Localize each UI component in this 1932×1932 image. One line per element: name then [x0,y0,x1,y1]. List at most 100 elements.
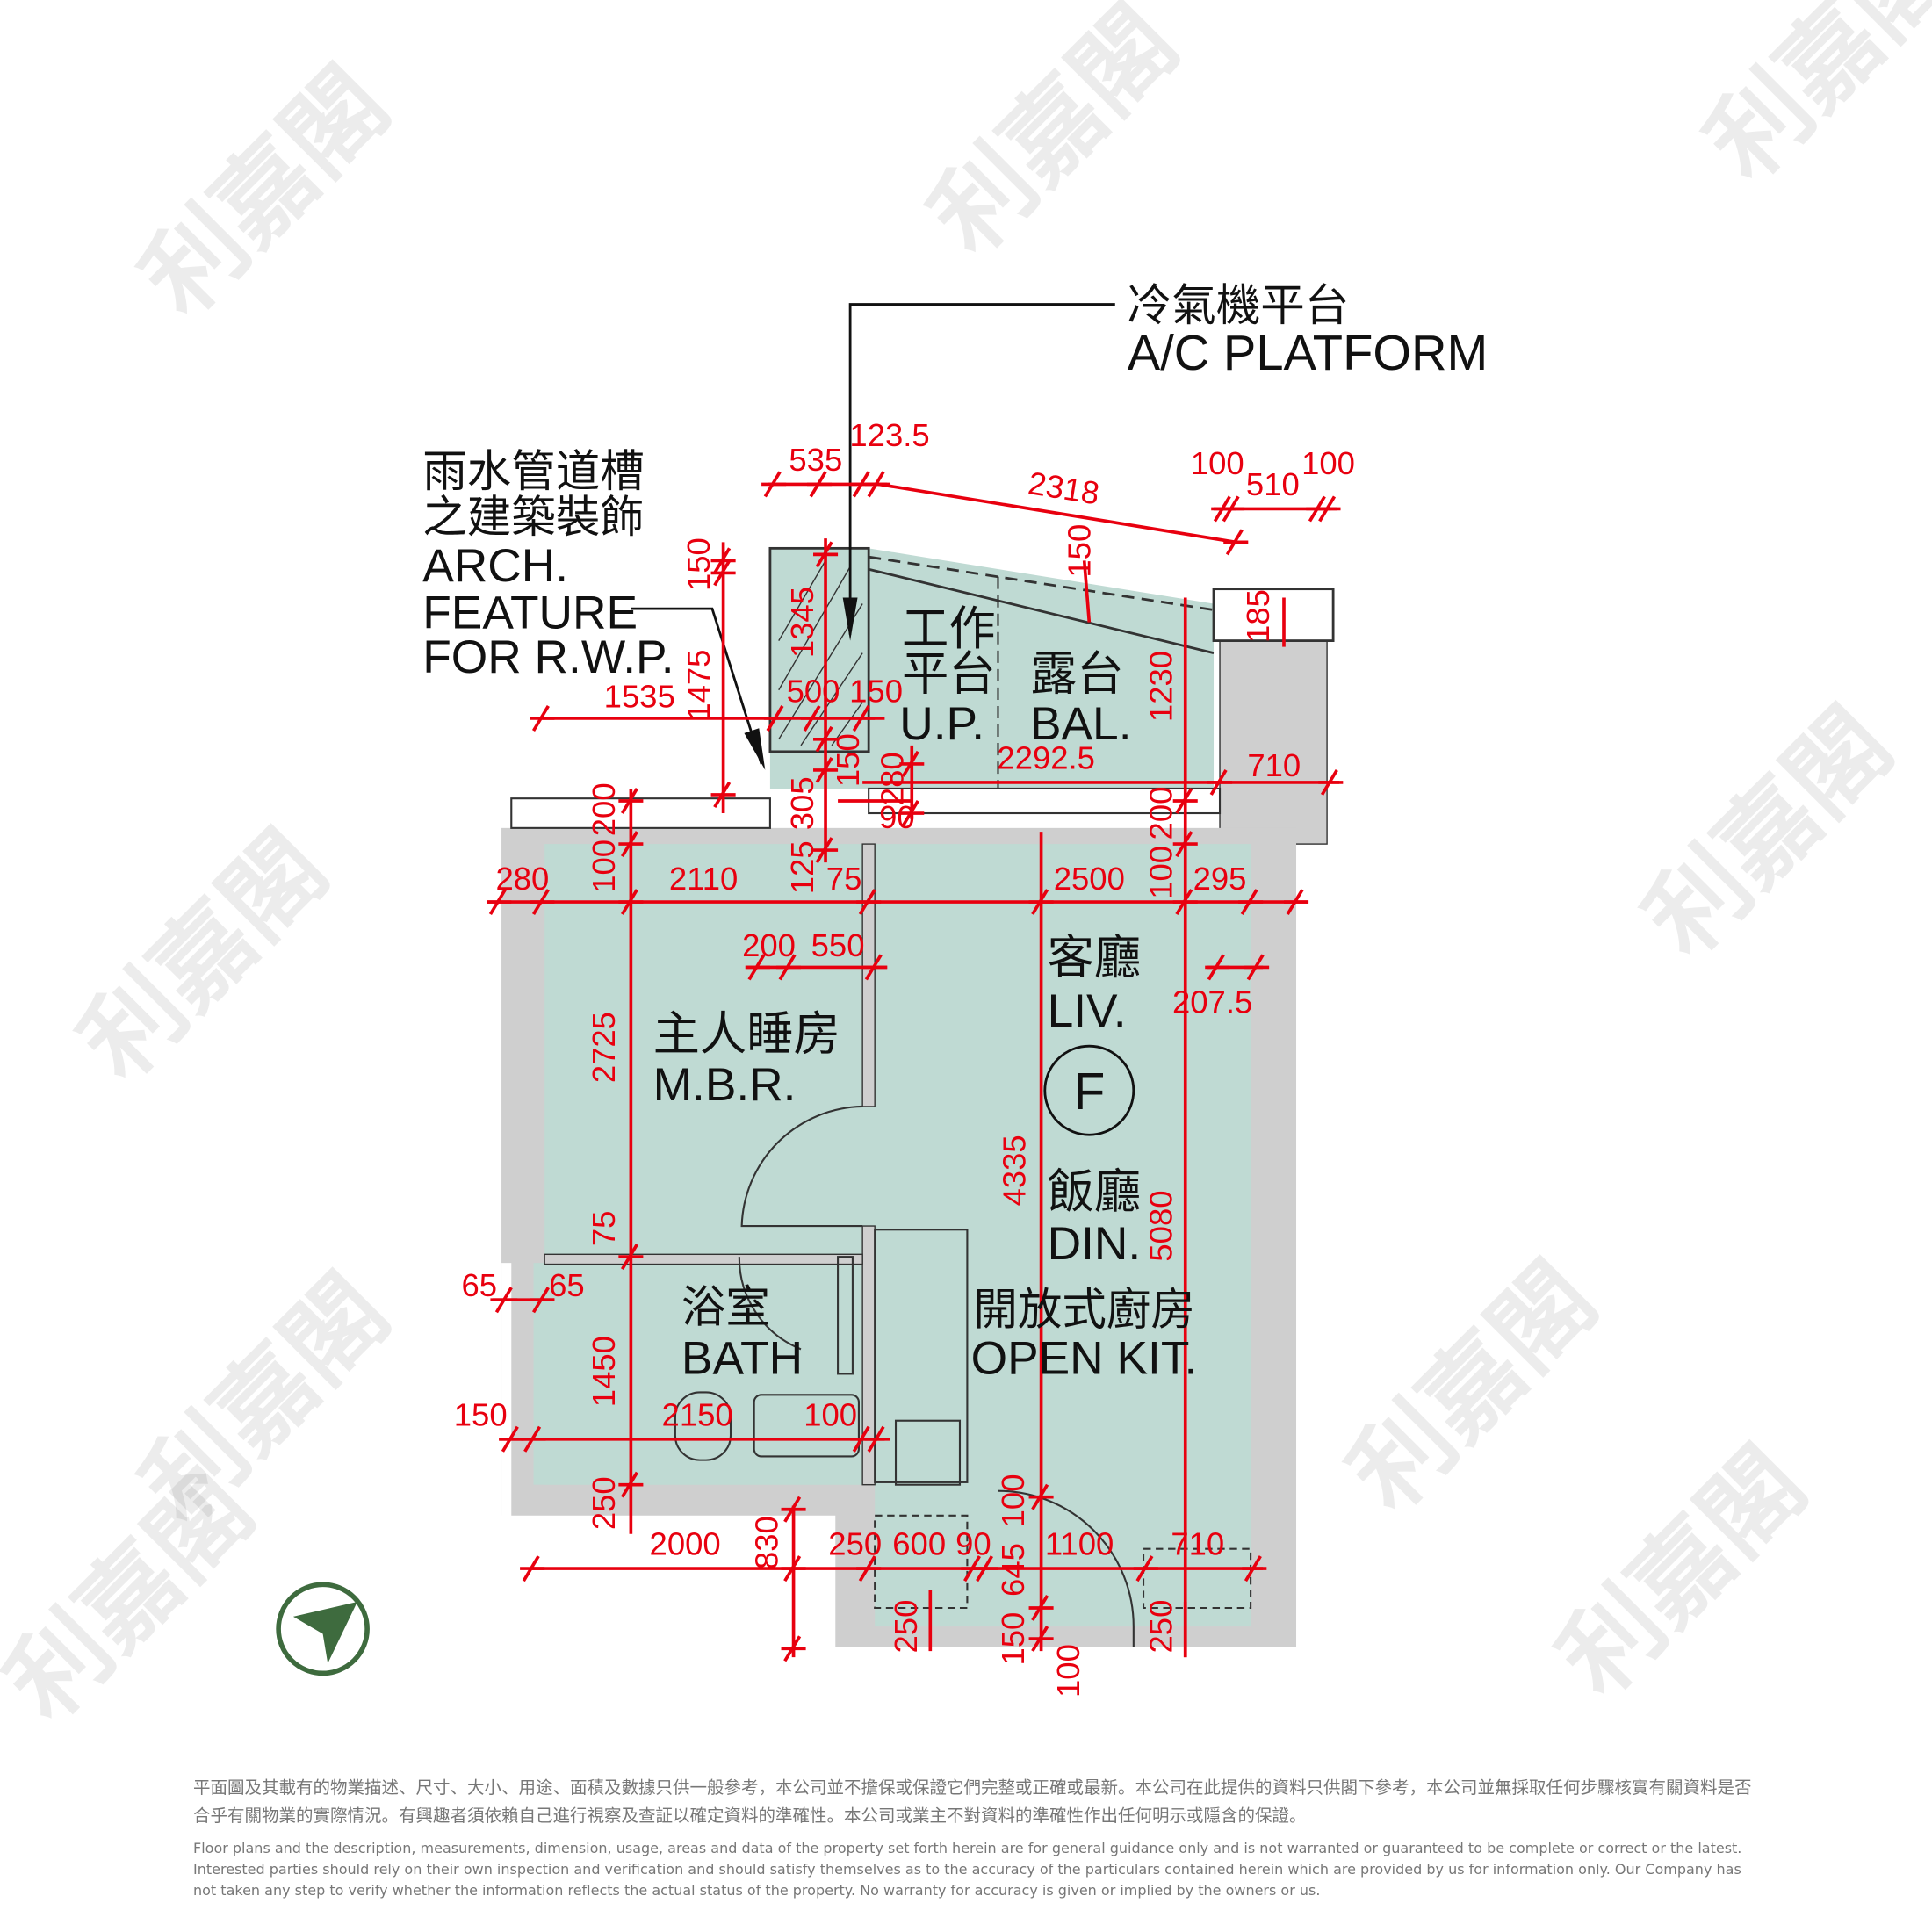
dimension-label: 100 [1191,445,1244,481]
ac-platform-box [1212,588,1335,642]
dimension-label: 1475 [681,650,717,721]
dimension-label: 250 [828,1526,882,1562]
rwp-leader-line [631,607,763,765]
dimension-label: 75 [586,1211,622,1247]
dimension-label: 710 [1171,1526,1224,1562]
mbr-label-en: M.B.R. [653,1059,797,1111]
entrance-door-swing [998,1489,1135,1647]
dimension-label: 207.5 [1172,984,1252,1020]
watermark: 利嘉閣 [59,811,349,1101]
dimension-label: 1100 [1045,1526,1114,1562]
dimension-label: 150 [454,1396,508,1432]
dimension-label: 510 [1246,466,1300,502]
dimension-label: 1345 [784,587,820,658]
basin [753,1394,860,1458]
dimension-label: 65 [462,1267,498,1303]
watermark: 利嘉閣 [1624,688,1914,977]
dimension-label: 535 [789,442,842,478]
dimension-label: 90 [955,1526,991,1562]
up-label-zh1: 工作 [902,602,996,656]
watermark: 利嘉閣 [0,1452,275,1741]
dimension-label: 5080 [1143,1190,1179,1261]
dimension-label: 1535 [604,678,675,714]
north-arrow-icon [276,1582,370,1676]
dimension-label: 123.5 [849,417,929,453]
rwp-shaft [768,546,870,753]
liv-label-en: LIV. [1048,985,1127,1037]
bedroom-door-swing [740,1105,863,1228]
balcony-edge [868,567,1215,654]
dimension-label: 295 [1193,861,1247,897]
dimension-label: 4335 [996,1135,1032,1206]
dimension-line [878,482,1236,544]
bath-floor [533,1263,869,1485]
kit-label-zh: 開放式廚房 [973,1283,1195,1335]
ac-platform-label-en: A/C PLATFORM [1128,325,1488,380]
kitchen-counter [874,1229,969,1483]
shower-rail [837,1256,854,1375]
dimension-label: 185 [1240,589,1276,643]
watermark: 利嘉閣 [1329,1243,1618,1532]
meter-box [1142,1547,1252,1610]
dimension-label: 1450 [586,1336,622,1407]
bath-door-swing [738,1257,802,1351]
rwp-label-zh1: 雨水管道槽 [422,445,645,497]
flat-marker [1043,1044,1135,1136]
dimension-label: 2725 [586,1012,622,1083]
rwp-label-zh2: 之建築裝飾 [422,491,645,543]
dimension-label: 550 [811,927,865,963]
dimension-label: 280 [874,752,910,805]
watermark: 利嘉閣 [910,0,1200,276]
kitchen-floor [875,1478,1251,1627]
dimension-label: 200 [1143,787,1179,840]
ac-platform-label-zh: 冷氣機平台 [1128,279,1350,331]
dimension-label: 150 [849,674,903,710]
dimension-label: 2292.5 [997,740,1095,776]
din-label-zh: 飯廳 [1048,1164,1142,1219]
dimension-label: 1230 [1143,651,1179,722]
dimension-label: 100 [1050,1644,1086,1698]
dimension-label: 2110 [669,861,738,897]
left-notch [501,1263,512,1647]
bath-label-zh: 浴室 [681,1280,770,1332]
dimension-label: 830 [748,1516,784,1569]
up-label-zh2: 平台 [902,647,996,702]
dimension-label: 150 [681,537,717,591]
rwp-hatch [778,560,863,746]
dimension-label: 250 [1143,1600,1179,1654]
watermark: 利嘉閣 [121,47,411,337]
bal-label-zh: 露台 [1030,647,1124,702]
rwp-label-en3: FOR R.W.P. [422,631,674,683]
dimension-label: 100 [1143,846,1179,899]
dimension-label: 250 [586,1476,622,1530]
dimension-lines [487,471,1344,1662]
rwp-label-en1: ARCH. [422,540,568,592]
dimension-label: 100 [804,1396,857,1432]
dimension-line [1082,560,1092,623]
bath-label-en: BATH [681,1332,803,1384]
dimension-label: 250 [888,1600,924,1654]
wc [674,1391,732,1461]
dimension-label: 500 [787,674,840,710]
bedroom-sill [510,797,771,829]
ac-leader-arrow [842,597,858,641]
dimension-label: 90 [879,799,915,835]
rwp-leader-arrow [744,728,766,770]
watermark: 利嘉閣 [1538,1427,1827,1717]
dimension-label: 280 [495,861,549,897]
ac-leader-line [848,303,1115,635]
rwp-label-en2: FEATURE [422,588,638,639]
dimension-label: 100 [995,1474,1031,1527]
dimension-label: 2318 [1026,465,1102,511]
dimension-label: 150 [1062,524,1098,578]
dimension-label: 150 [830,733,866,787]
dimension-label: 2000 [650,1526,721,1562]
dimension-label: 645 [995,1543,1031,1597]
structure [501,546,1335,1647]
dimension-label: 305 [784,776,820,830]
dimension-label: 100 [586,840,622,893]
room-labels: 冷氣機平台 A/C PLATFORM 雨水管道槽 之建築裝飾 ARCH. FEA… [422,279,1488,1385]
balcony-floor [769,548,1215,789]
liv-label-zh: 客廳 [1048,930,1142,984]
